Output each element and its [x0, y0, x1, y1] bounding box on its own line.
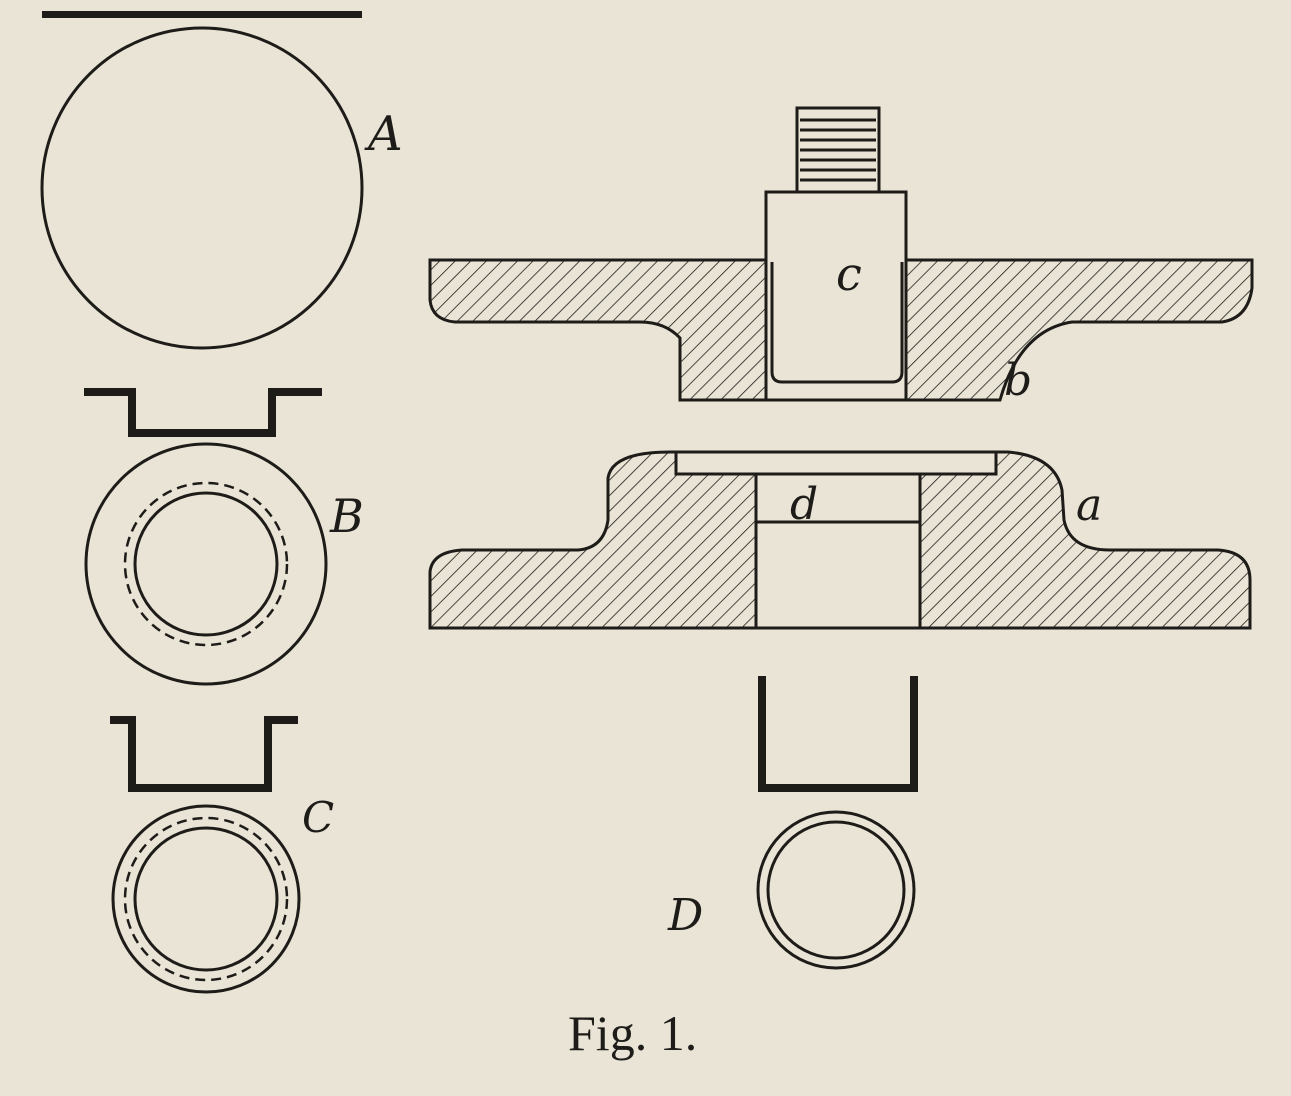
first-draw-cup-outer-flange — [84, 442, 328, 686]
punch-body — [764, 190, 908, 402]
finished-cup-side-view — [758, 676, 918, 792]
first-draw-cup-inner-bottom — [133, 491, 279, 637]
first-draw-cup-hidden-wall — [123, 481, 289, 647]
first-draw-cup-side-view — [84, 388, 322, 437]
figure-caption: Fig. 1. — [568, 1005, 697, 1061]
second-draw-cup-hidden-wall — [123, 816, 289, 982]
second-draw-cup-outer-rim — [111, 804, 301, 994]
label-first-draw-B: B — [329, 489, 364, 543]
label-upper-die-b: b — [1004, 355, 1032, 406]
label-second-draw-C: C — [302, 793, 334, 842]
label-finished-D: D — [667, 890, 703, 941]
label-ejector-d: d — [790, 479, 818, 530]
label-lower-die-a: a — [1076, 480, 1102, 531]
lower-die-blank-recess — [674, 450, 998, 476]
blank-sheet-side-view — [42, 11, 362, 18]
finished-cup-inner-rim — [766, 820, 906, 960]
label-blank-A: A — [364, 106, 403, 162]
second-draw-cup-inner-bottom — [133, 826, 279, 972]
second-draw-cup-side-view — [110, 716, 298, 792]
ejector-body — [754, 520, 922, 630]
punch-inner-outline — [770, 262, 904, 384]
punch-thread-lines — [800, 118, 876, 182]
finished-cup-outer-rim — [756, 810, 916, 970]
label-punch-c: c — [836, 247, 862, 301]
blank-disc-top-view — [40, 26, 364, 350]
